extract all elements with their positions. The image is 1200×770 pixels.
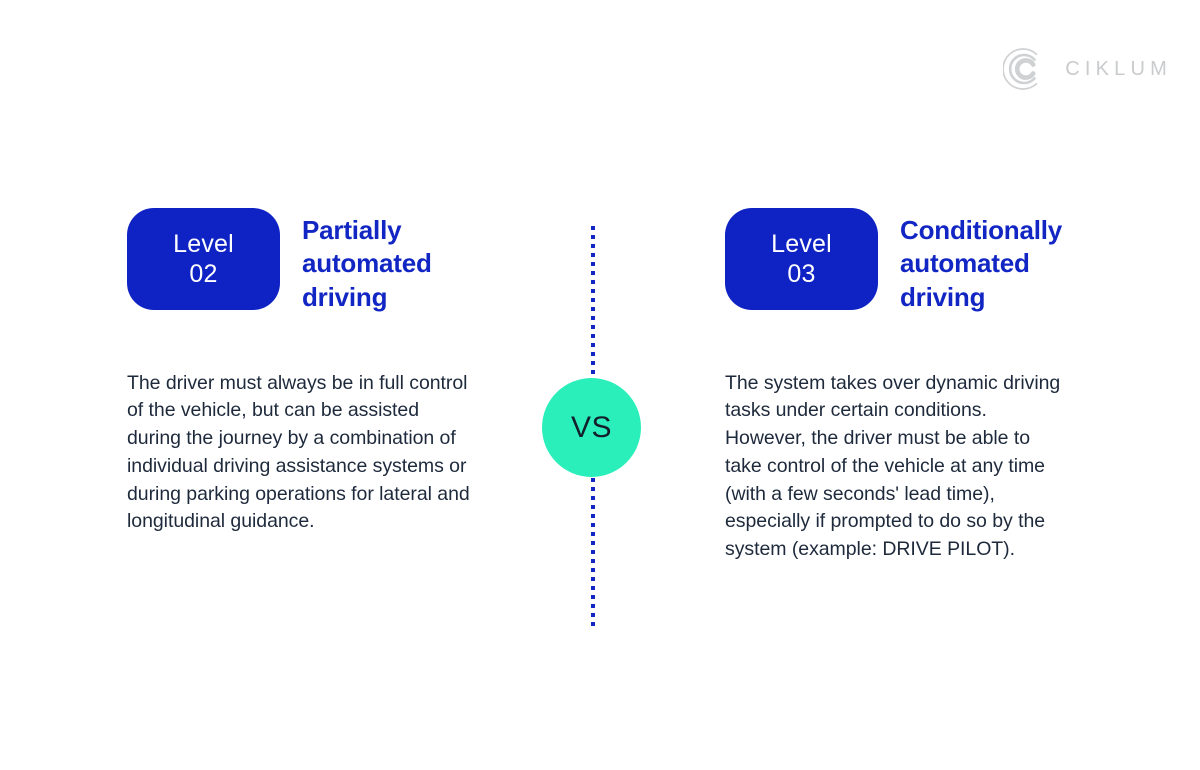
level-badge-right-label: Level — [771, 229, 832, 258]
level-badge-left-number: 02 — [189, 260, 218, 288]
level-badge-left: Level 02 — [127, 208, 280, 310]
right-description: The system takes over dynamic driving ta… — [725, 371, 1061, 560]
level-badge-left-label: Level — [173, 229, 234, 258]
comparison-column-right: Level 03 Conditionally automated driving… — [725, 208, 1070, 564]
level-badge-right: Level 03 — [725, 208, 878, 310]
comparison-column-left: Level 02 Partially automated driving The… — [127, 208, 472, 536]
right-header-row: Level 03 Conditionally automated driving — [725, 208, 1070, 314]
ciklum-c-arcs-icon — [1002, 46, 1049, 92]
vs-label: VS — [570, 410, 613, 444]
left-header-row: Level 02 Partially automated driving — [127, 208, 472, 314]
brand-logo: CIKLUM — [1002, 46, 1172, 92]
left-description: The driver must always be in full contro… — [127, 371, 470, 533]
right-title: Conditionally automated driving — [900, 215, 1063, 312]
left-title: Partially automated driving — [302, 215, 432, 312]
level-badge-right-number: 03 — [787, 260, 816, 288]
brand-wordmark: CIKLUM — [1065, 58, 1172, 80]
vs-badge: VS — [542, 378, 641, 477]
